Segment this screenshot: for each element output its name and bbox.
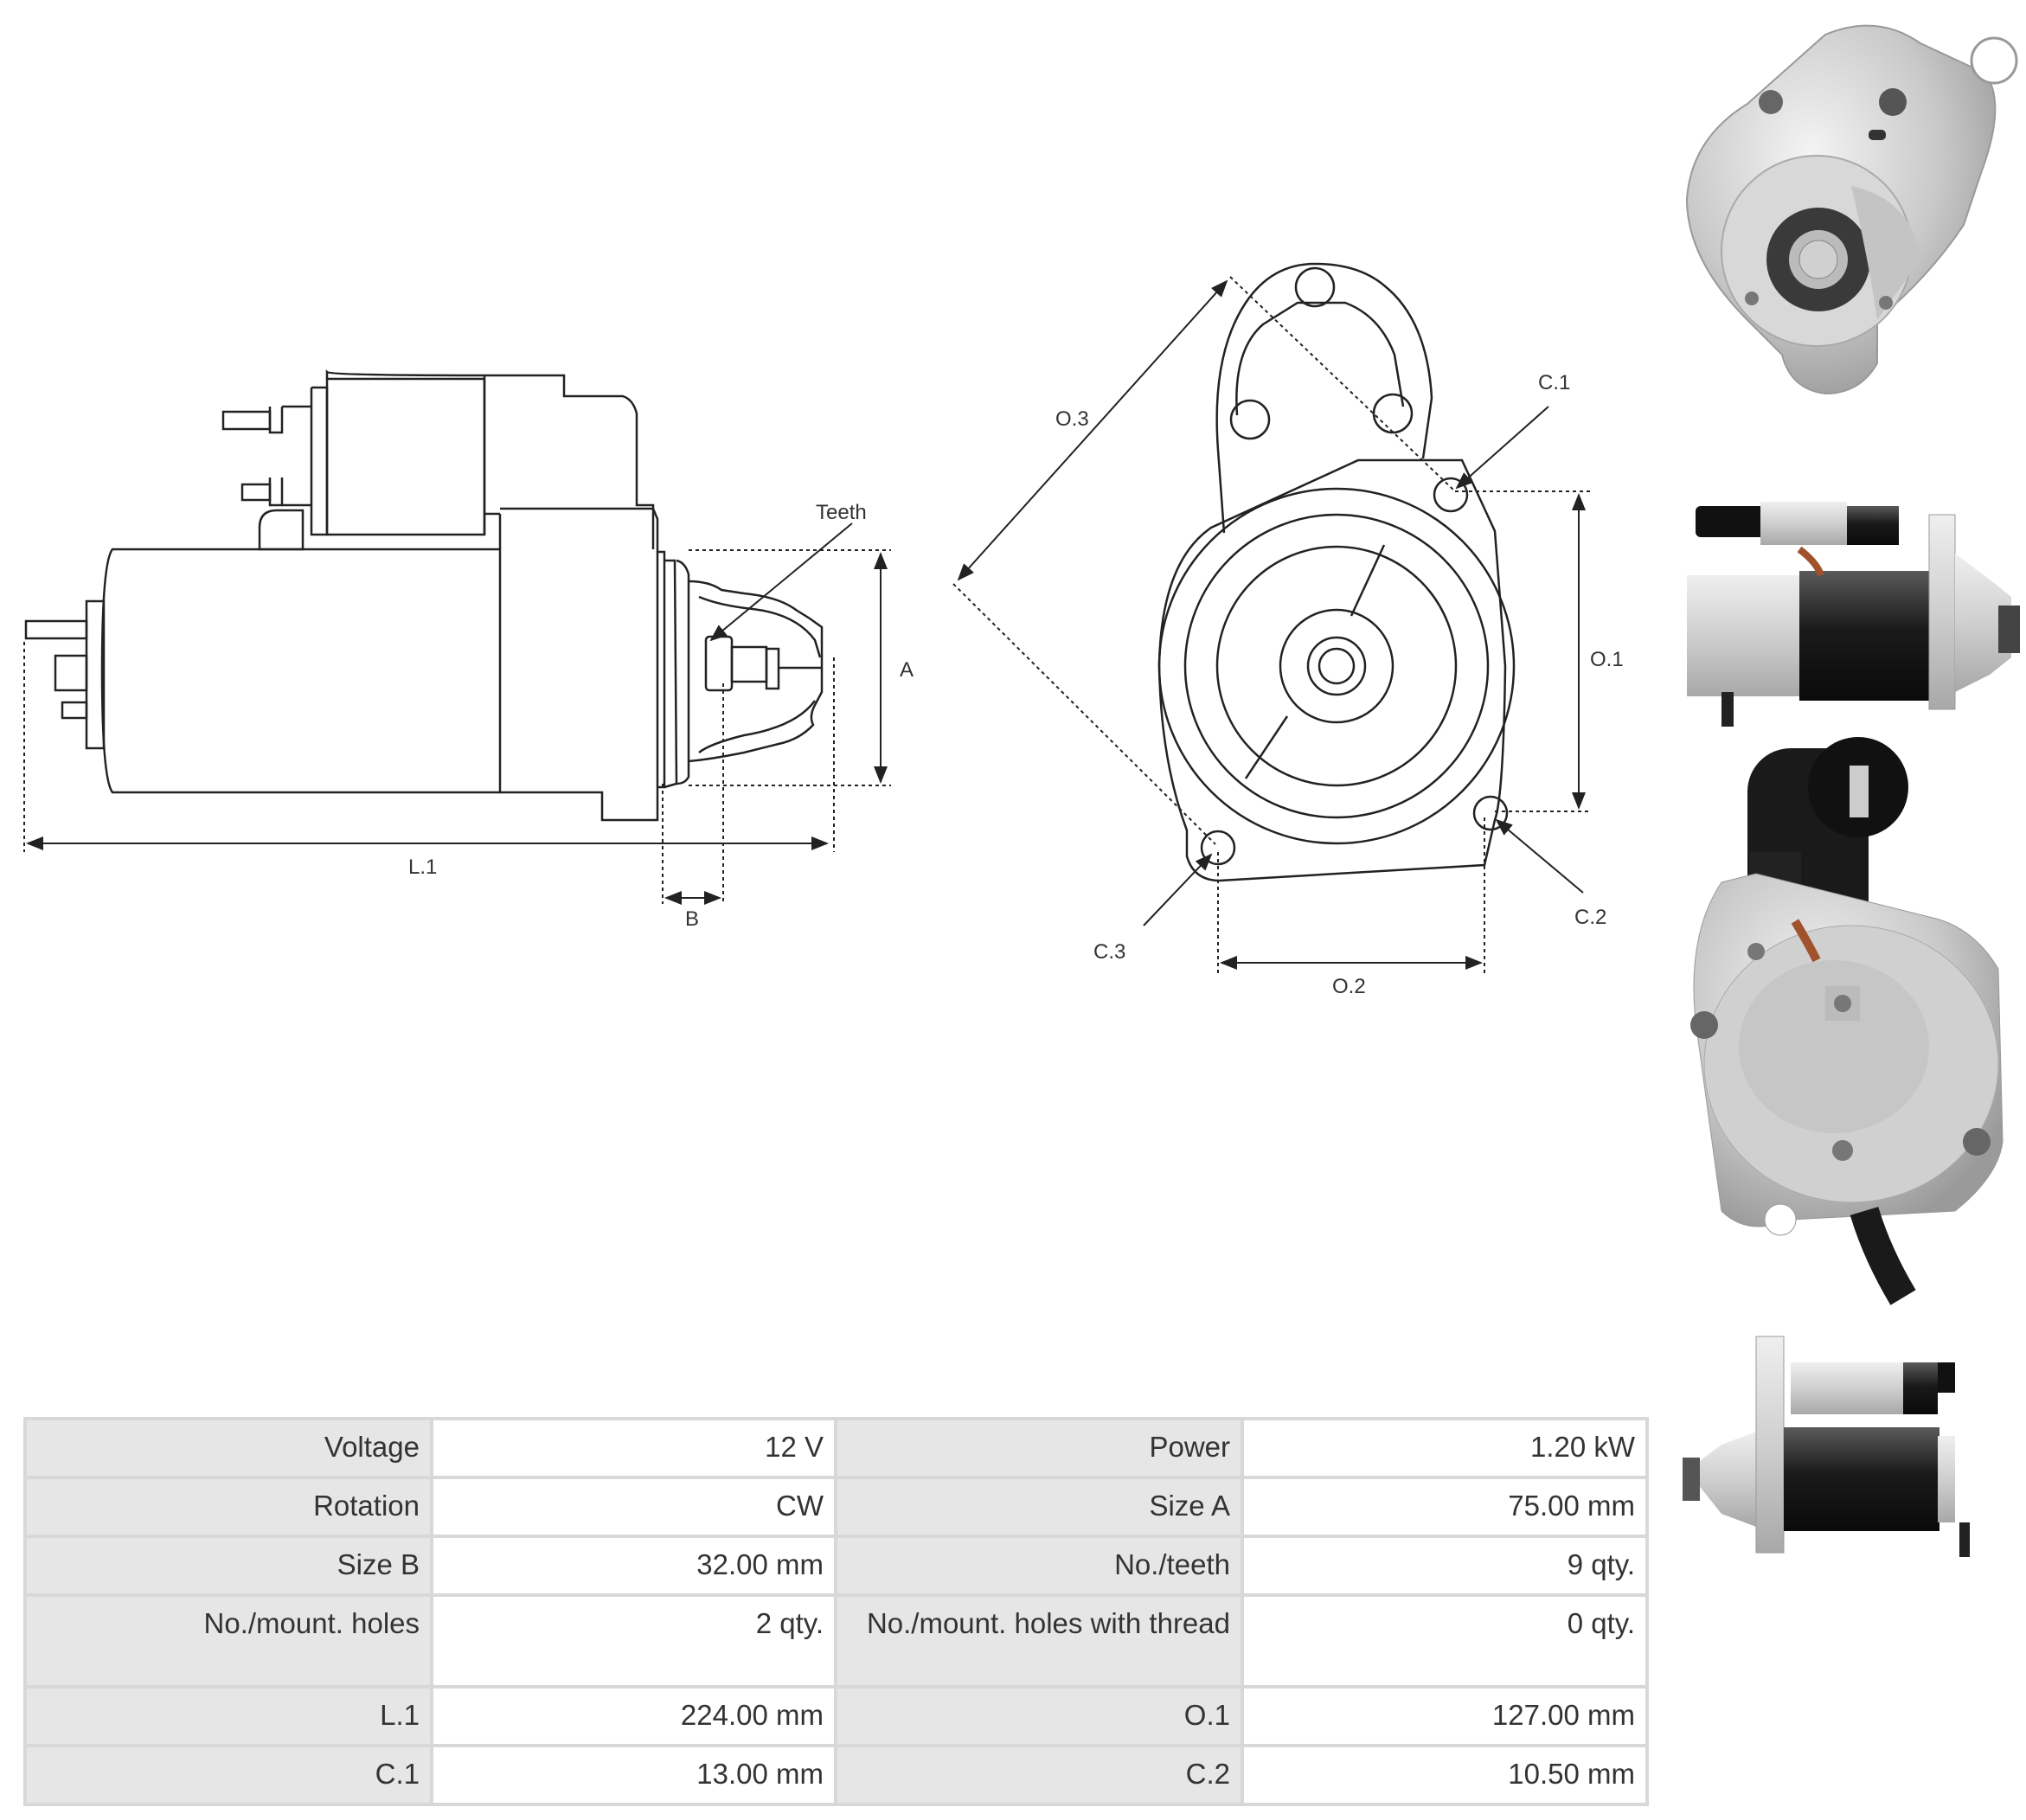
spec-value-c1: 13.00 mm (430, 1744, 837, 1806)
photo-rear-view (1690, 737, 2004, 1305)
photo-side-view (1687, 502, 2020, 727)
front-view-drawing (1157, 262, 1516, 882)
product-photos (1683, 24, 2020, 1557)
dimension-l1-label: L.1 (408, 856, 437, 879)
spec-value-mount-holes-thread: 0 qty. (1241, 1593, 1649, 1689)
spec-key-voltage: Voltage (23, 1417, 433, 1479)
dimension-c1-label: C.1 (1538, 371, 1570, 394)
spec-key-mount-holes-thread: No./mount. holes with thread (834, 1593, 1244, 1689)
spec-value-rotation: CW (430, 1476, 837, 1538)
spec-value-o1: 127.00 mm (1241, 1685, 1649, 1747)
dimension-c3-label: C.3 (1093, 940, 1125, 964)
spec-row: L.1 224.00 mm O.1 127.00 mm (23, 1685, 1649, 1747)
side-view-drawing (24, 369, 824, 822)
spec-value-power: 1.20 kW (1241, 1417, 1649, 1479)
photo-front-view (1685, 24, 2018, 395)
dimension-o2-label: O.2 (1332, 975, 1366, 998)
spec-value-voltage: 12 V (430, 1417, 837, 1479)
spec-row: Voltage 12 V Power 1.20 kW (23, 1417, 1649, 1479)
spec-value-teeth: 9 qty. (1241, 1535, 1649, 1597)
spec-key-rotation: Rotation (23, 1476, 433, 1538)
specification-table: Voltage 12 V Power 1.20 kW Rotation CW S… (23, 1417, 1649, 1806)
spec-key-size-a: Size A (834, 1476, 1244, 1538)
photo-side-view-reverse (1683, 1336, 1970, 1557)
dimension-c2-label: C.2 (1574, 906, 1606, 929)
dimension-b-label: B (685, 907, 699, 931)
spec-key-teeth: No./teeth (834, 1535, 1244, 1597)
technical-drawings: Teeth A L.1 B O.3 C.1 O (23, 262, 1624, 998)
spec-key-power: Power (834, 1417, 1244, 1479)
teeth-label: Teeth (816, 501, 867, 524)
spec-key-o1: O.1 (834, 1685, 1244, 1747)
dimension-a-label: A (900, 658, 914, 682)
spec-row: No./mount. holes 2 qty. No./mount. holes… (23, 1593, 1649, 1689)
side-view-dimensions (23, 522, 891, 905)
spec-key-size-b: Size B (23, 1535, 433, 1597)
dimension-o3-label: O.3 (1055, 407, 1089, 431)
spec-value-mount-holes: 2 qty. (430, 1593, 837, 1689)
spec-row: Rotation CW Size A 75.00 mm (23, 1476, 1649, 1538)
spec-key-c2: C.2 (834, 1744, 1244, 1806)
spec-key-mount-holes: No./mount. holes (23, 1593, 433, 1689)
spec-row: C.1 13.00 mm C.2 10.50 mm (23, 1744, 1649, 1806)
dimension-o1-label: O.1 (1590, 648, 1624, 671)
spec-key-c1: C.1 (23, 1744, 433, 1806)
spec-value-l1: 224.00 mm (430, 1685, 837, 1747)
spec-value-size-a: 75.00 mm (1241, 1476, 1649, 1538)
spec-key-l1: L.1 (23, 1685, 433, 1747)
front-view-dimensions (952, 276, 1590, 973)
spec-value-c2: 10.50 mm (1241, 1744, 1649, 1806)
spec-value-size-b: 32.00 mm (430, 1535, 837, 1597)
spec-row: Size B 32.00 mm No./teeth 9 qty. (23, 1535, 1649, 1597)
